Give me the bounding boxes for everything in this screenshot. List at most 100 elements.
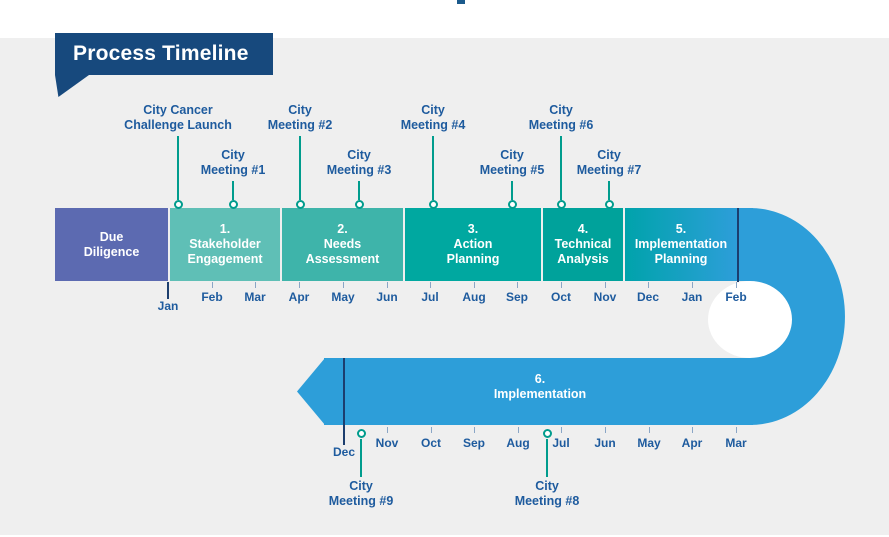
month-label: Nov: [375, 436, 399, 450]
page-title: Process Timeline: [73, 42, 249, 65]
month-label: Jan: [681, 290, 703, 304]
month-tick: [431, 427, 432, 433]
phase-label-line: Diligence: [83, 244, 140, 259]
month-label: Aug: [506, 436, 530, 450]
month-tick: [605, 282, 606, 288]
meeting-dot: [556, 199, 566, 209]
title-banner: Process Timeline: [55, 33, 273, 75]
month-label: Apr: [681, 436, 703, 450]
month-tick: [736, 282, 737, 288]
meeting-stem: [358, 181, 360, 200]
month-label: Jun: [376, 290, 398, 304]
meeting-dot: [428, 199, 438, 209]
month-label: Apr: [288, 290, 310, 304]
meeting-dot: [354, 199, 364, 209]
meeting-label-line: City: [347, 148, 371, 162]
top-white-strip: [0, 0, 889, 38]
month-label: Aug: [462, 290, 486, 304]
month-tick: [561, 282, 562, 288]
meeting-dot: [542, 428, 552, 438]
meeting-stem: [360, 439, 362, 477]
u-turn-curve: [750, 208, 845, 425]
month-tick: [561, 427, 562, 433]
month-tick: [649, 427, 650, 433]
year-divider-line: [737, 208, 739, 282]
phase-label-line: Planning: [654, 252, 708, 266]
month-tick: [518, 427, 519, 433]
phase-label-line: Technical: [554, 237, 612, 251]
meeting-label-line: Meeting #9: [328, 493, 394, 508]
month-tick: [430, 282, 431, 288]
meeting-label-line: Meeting #5: [479, 162, 545, 177]
band-connector: [739, 208, 753, 281]
month-tick: [343, 282, 344, 288]
meeting-stem: [511, 181, 513, 200]
phase-label-line: Planning: [446, 252, 500, 266]
cropped-text-artifact: [457, 0, 465, 4]
phase-label-line: 4.: [577, 222, 589, 236]
month-label: Jul: [421, 290, 439, 304]
implementation-bar: [324, 358, 753, 425]
bottom-white-strip: [0, 535, 889, 537]
meeting-label-line: City: [500, 148, 524, 162]
meeting-stem: [177, 136, 179, 200]
phase-label-line: Needs: [323, 237, 362, 251]
phase-label-line: 5.: [675, 222, 687, 236]
month-tick: [605, 427, 606, 433]
meeting-dot: [295, 199, 305, 209]
meeting-label-line: Meeting #2: [267, 117, 333, 132]
month-tick: [387, 427, 388, 433]
month-label: Dec: [636, 290, 659, 304]
phase-label-line: Due: [99, 229, 124, 244]
month-label: Sep: [462, 436, 485, 450]
meeting-dot: [173, 199, 183, 209]
month-tick: [736, 427, 737, 433]
year-divider-line: [343, 358, 345, 445]
month-label: Mar: [725, 436, 747, 450]
phase-label-line: Action: [453, 237, 493, 251]
month-label: Jul: [552, 436, 570, 450]
month-tick: [212, 282, 213, 288]
meeting-stem: [232, 181, 234, 200]
month-tick: [299, 282, 300, 288]
phase-label-line: Implementation: [634, 237, 728, 251]
meeting-label-line: Challenge Launch: [124, 117, 232, 132]
meeting-label-line: City Cancer: [143, 103, 213, 117]
phase-label-line: 1.: [219, 222, 231, 236]
meeting-label-line: Meeting #3: [326, 162, 392, 177]
implementation-label-line: Implementation: [493, 387, 587, 401]
meeting-stem: [546, 439, 548, 477]
meeting-stem: [432, 136, 434, 200]
meeting-stem: [299, 136, 301, 200]
meeting-stem: [560, 136, 562, 200]
month-label: Jun: [594, 436, 616, 450]
meeting-label-line: City: [221, 148, 245, 162]
month-tick: [474, 282, 475, 288]
meeting-label-line: City: [421, 103, 445, 117]
month-label: Sep: [505, 290, 528, 304]
meeting-label-line: City: [549, 103, 573, 117]
meeting-dot: [507, 199, 517, 209]
month-tick: [255, 282, 256, 288]
month-label: May: [331, 290, 355, 304]
phase-label-line: 2.: [337, 222, 348, 236]
implementation-label-line: 6.: [534, 372, 546, 386]
month-label: Jan: [157, 299, 179, 313]
phase-label-line: Assessment: [305, 252, 380, 266]
implementation-phase-label: 6.Implementation: [440, 372, 640, 402]
month-tick: [692, 282, 693, 288]
meeting-label-line: City: [349, 479, 373, 493]
month-tick: [692, 427, 693, 433]
